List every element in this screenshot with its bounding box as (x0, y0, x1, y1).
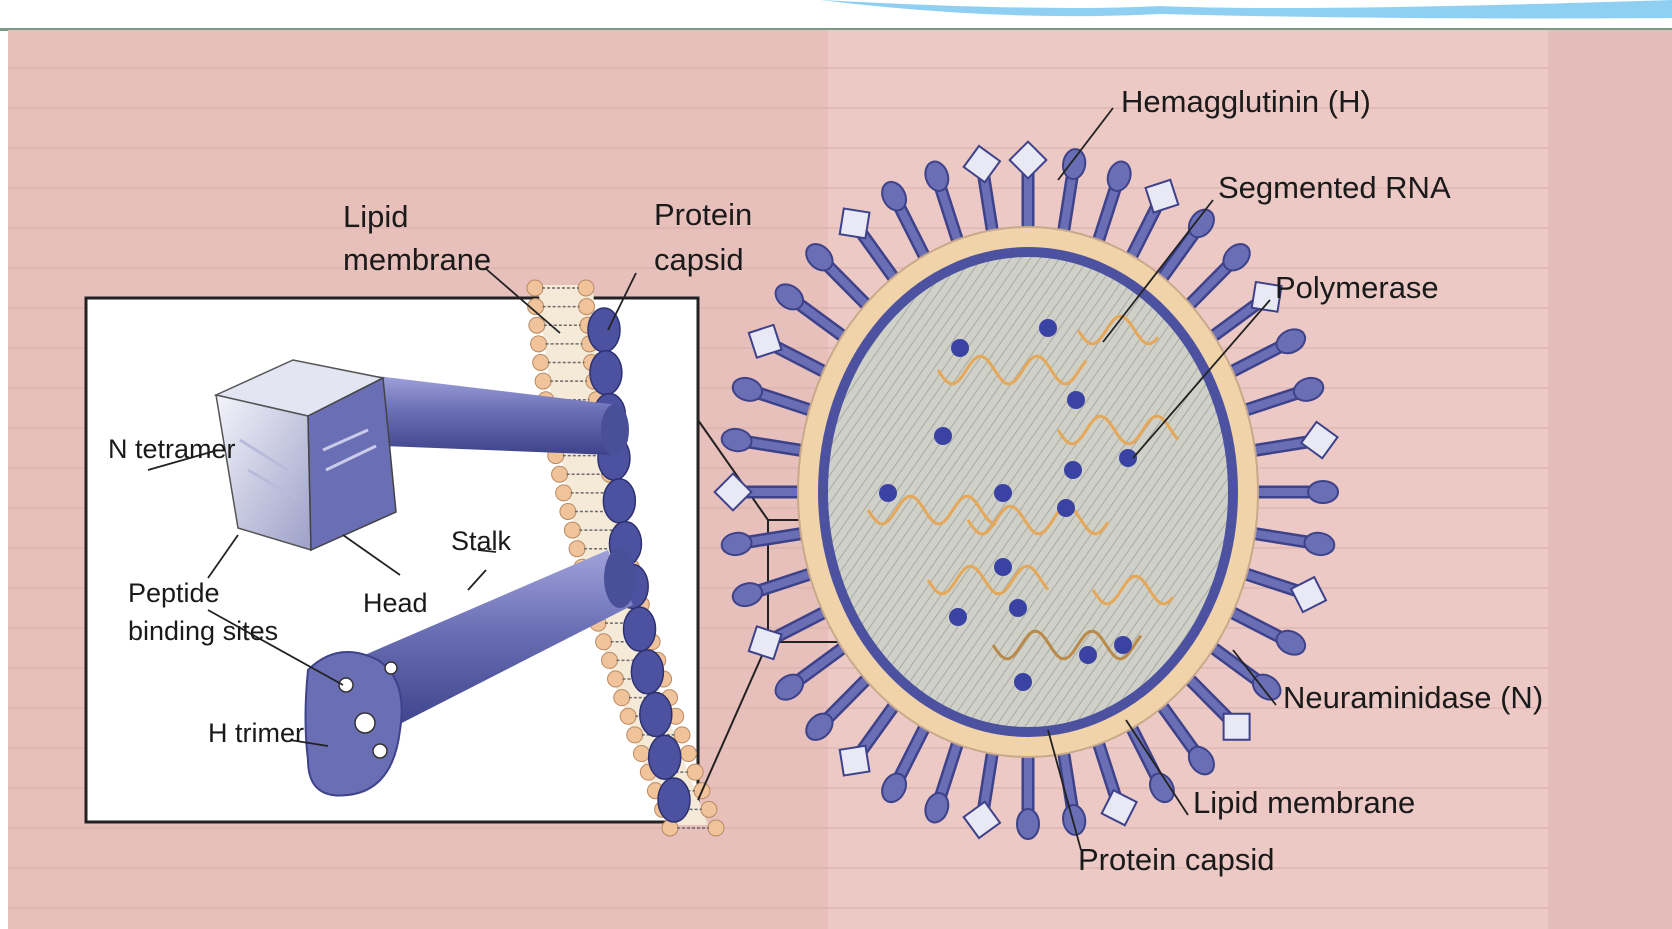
influenza-virus-diagram: Lipid membrane Protein capsid N tetramer… (8, 30, 1672, 929)
peptide-binding-site (385, 662, 397, 674)
label-head: Head (363, 588, 428, 618)
label-lipid-membrane-virion: Lipid membrane (1193, 785, 1415, 820)
peptide-binding-site (339, 678, 353, 692)
textbook-page: Lipid membrane Protein capsid N tetramer… (8, 30, 1672, 929)
label-protein-capsid-inset-1: Protein (654, 197, 752, 232)
virion (715, 142, 1338, 839)
label-neuraminidase: Neuraminidase (N) (1283, 680, 1543, 715)
label-n-tetramer: N tetramer (108, 434, 236, 464)
header-strip (0, 0, 1672, 32)
label-lipid-membrane-inset-2: membrane (343, 242, 491, 277)
label-lipid-membrane-inset-1: Lipid (343, 199, 409, 234)
label-polymerase: Polymerase (1275, 270, 1439, 305)
label-stalk: Stalk (451, 526, 512, 556)
label-hemagglutinin: Hemagglutinin (H) (1121, 84, 1371, 119)
peptide-binding-site (355, 713, 375, 733)
peptide-binding-site (373, 744, 387, 758)
label-h-trimer: H trimer (208, 718, 304, 748)
label-protein-capsid-inset-2: capsid (654, 242, 744, 277)
label-segmented-rna: Segmented RNA (1218, 170, 1451, 205)
label-protein-capsid-virion: Protein capsid (1078, 842, 1274, 877)
label-peptide-binding-2: binding sites (128, 616, 278, 646)
label-peptide-binding-1: Peptide (128, 578, 220, 608)
